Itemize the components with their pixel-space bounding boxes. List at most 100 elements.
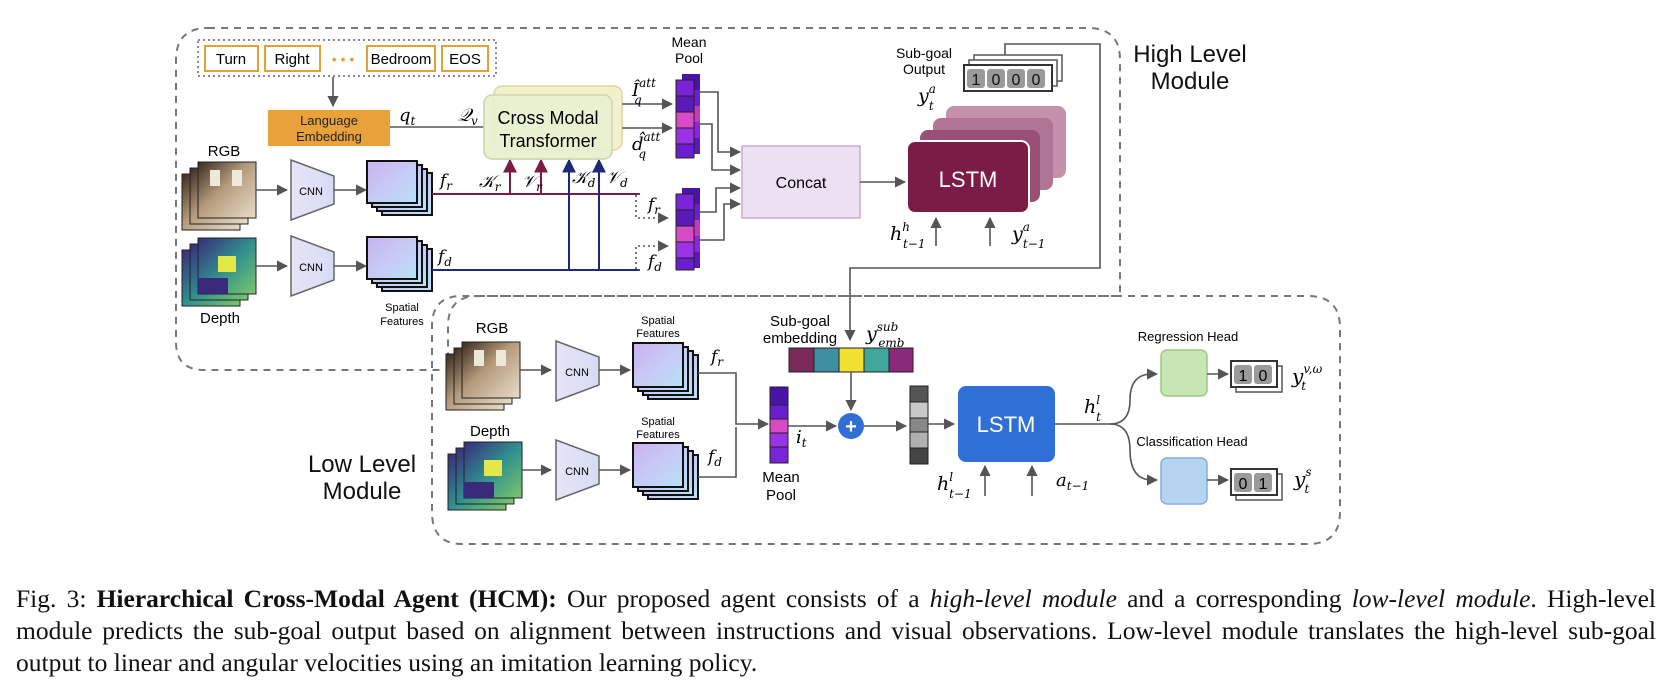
add-operator-label: + — [845, 416, 857, 438]
ll-depth-image-stack — [447, 441, 523, 511]
hl-mean-pool-label: Mean — [671, 34, 706, 50]
hcm-diagram: High Level Module Turn Right • • • Bedro… — [175, 27, 1341, 545]
hl-depth-label: Depth — [200, 310, 240, 327]
hl-mean-pool-bottom — [675, 188, 700, 271]
low-level-title: Low Level — [308, 451, 416, 478]
regression-output-vector: 1 0 — [1230, 360, 1283, 393]
instruction-token-box — [197, 39, 497, 77]
regression-head-label: Regression Head — [1138, 329, 1238, 344]
ll-depth-feature-stack — [632, 442, 699, 500]
i-t-label: it — [796, 427, 807, 450]
hl-spatial-features-label-line2: Features — [380, 316, 424, 328]
language-embedding-label: Language — [300, 113, 358, 128]
classification-head — [1160, 457, 1208, 505]
hl-rgb-cnn-label: CNN — [299, 186, 323, 198]
caption-italic-high-level: high-level module — [929, 584, 1117, 613]
token-eos-label: EOS — [449, 51, 481, 68]
ll-depth-spatial-features-label-line2: Features — [636, 429, 680, 441]
hl-f-r-pool-label: fr — [646, 195, 661, 217]
low-level-module-boundary — [431, 295, 1341, 545]
token-right-label: Right — [274, 51, 310, 68]
subgoal-digit-3: 0 — [1012, 72, 1021, 89]
ll-rgb-spatial-features-label: Spatial — [641, 315, 675, 327]
ll-rgb-cnn-label: CNN — [565, 367, 589, 379]
classification-digit-2: 1 — [1259, 476, 1268, 493]
subgoal-output-label-line2: Output — [903, 61, 945, 77]
hl-mean-pool-top — [675, 74, 700, 159]
subgoal-digit-2: 0 — [992, 72, 1001, 89]
hl-depth-image-stack — [181, 237, 257, 307]
hl-f-d-pool-label: fd — [646, 252, 662, 274]
ll-depth-cnn — [555, 438, 600, 502]
transformer-label: Cross Modal — [497, 108, 598, 128]
classification-digit-1: 0 — [1239, 476, 1248, 493]
language-embedding — [268, 110, 390, 146]
hl-rgb-label: RGB — [208, 143, 241, 160]
ll-rgb-image-stack — [445, 341, 521, 411]
Q-v-label: 𝒬v — [458, 105, 478, 128]
a-prev-label: at−1 — [1056, 470, 1089, 493]
subgoal-digit-4: 0 — [1032, 72, 1041, 89]
hl-depth-feature-stack — [366, 236, 433, 292]
classification-head-label: Classification Head — [1136, 434, 1247, 449]
low-level-title-line2: Module — [323, 478, 402, 505]
ll-depth-spatial-features-label: Spatial — [641, 416, 675, 428]
subgoal-embedding-label: Sub-goal — [770, 313, 830, 330]
hl-rgb-feature-stack — [366, 160, 433, 216]
low-level-module: Low Level Module RGB Depth CNN CNN — [308, 295, 1341, 545]
ll-mean-pool — [769, 386, 789, 464]
token-right — [264, 45, 321, 72]
high-level-module: High Level Module Turn Right • • • Bedro… — [175, 27, 1247, 371]
classification-output-vector: 0 1 — [1230, 468, 1283, 501]
ll-lstm-label: LSTM — [977, 412, 1036, 437]
q-t-label: qt — [399, 105, 416, 128]
subgoal-embedding-label-line2: embedding — [763, 330, 837, 347]
caption-text-1: Our proposed agent consists of a — [556, 584, 930, 613]
transformer-label-line2: Transformer — [499, 131, 596, 151]
ll-rgb-label: RGB — [476, 320, 509, 337]
regression-digit-1: 1 — [1239, 368, 1248, 385]
ll-f-r-label: fr — [709, 347, 724, 369]
regression-head — [1160, 349, 1208, 397]
hl-rgb-image-stack — [181, 161, 257, 231]
add-operator — [838, 413, 864, 439]
token-bedroom — [366, 45, 436, 72]
ll-lstm — [958, 386, 1055, 462]
caption-italic-low-level: low-level module — [1351, 584, 1531, 613]
hl-lstm-label: LSTM — [939, 167, 998, 192]
ll-mean-pool-label-line2: Pool — [766, 487, 796, 504]
instruction-tokens: Turn Right • • • Bedroom EOS — [204, 45, 489, 72]
K-r-label: 𝒦r — [479, 172, 502, 194]
language-embedding-label-line2: Embedding — [296, 129, 362, 144]
regression-digit-2: 0 — [1259, 368, 1268, 385]
fused-feature-vector — [909, 385, 929, 465]
ll-rgb-feature-stack — [632, 342, 699, 400]
caption-text-3: . High-level module predicts the sub-goa… — [16, 584, 1657, 677]
hl-depth-cnn — [290, 234, 335, 298]
caption-text-2: and a corresponding — [1116, 584, 1352, 613]
hl-mean-pool-label-line2: Pool — [675, 50, 703, 66]
subgoal-embedding-vector — [788, 347, 914, 373]
token-turn-label: Turn — [216, 51, 246, 68]
subgoal-output-vector: 1 0 0 0 — [963, 54, 1063, 92]
ll-depth-label: Depth — [470, 423, 510, 440]
ll-f-d-label: fd — [706, 447, 722, 469]
token-ellipsis: • • • — [332, 51, 355, 67]
ll-rgb-spatial-features-label-line2: Features — [636, 328, 680, 340]
hl-rgb-cnn — [290, 158, 335, 222]
hl-depth-cnn-label: CNN — [299, 262, 323, 274]
hl-f-r-label: fr — [438, 171, 453, 193]
subgoal-digit-1: 1 — [972, 72, 981, 89]
ll-mean-pool-label: Mean — [762, 469, 800, 486]
high-level-module-boundary — [175, 27, 1121, 371]
caption-prefix: Fig. 3: — [16, 584, 97, 613]
